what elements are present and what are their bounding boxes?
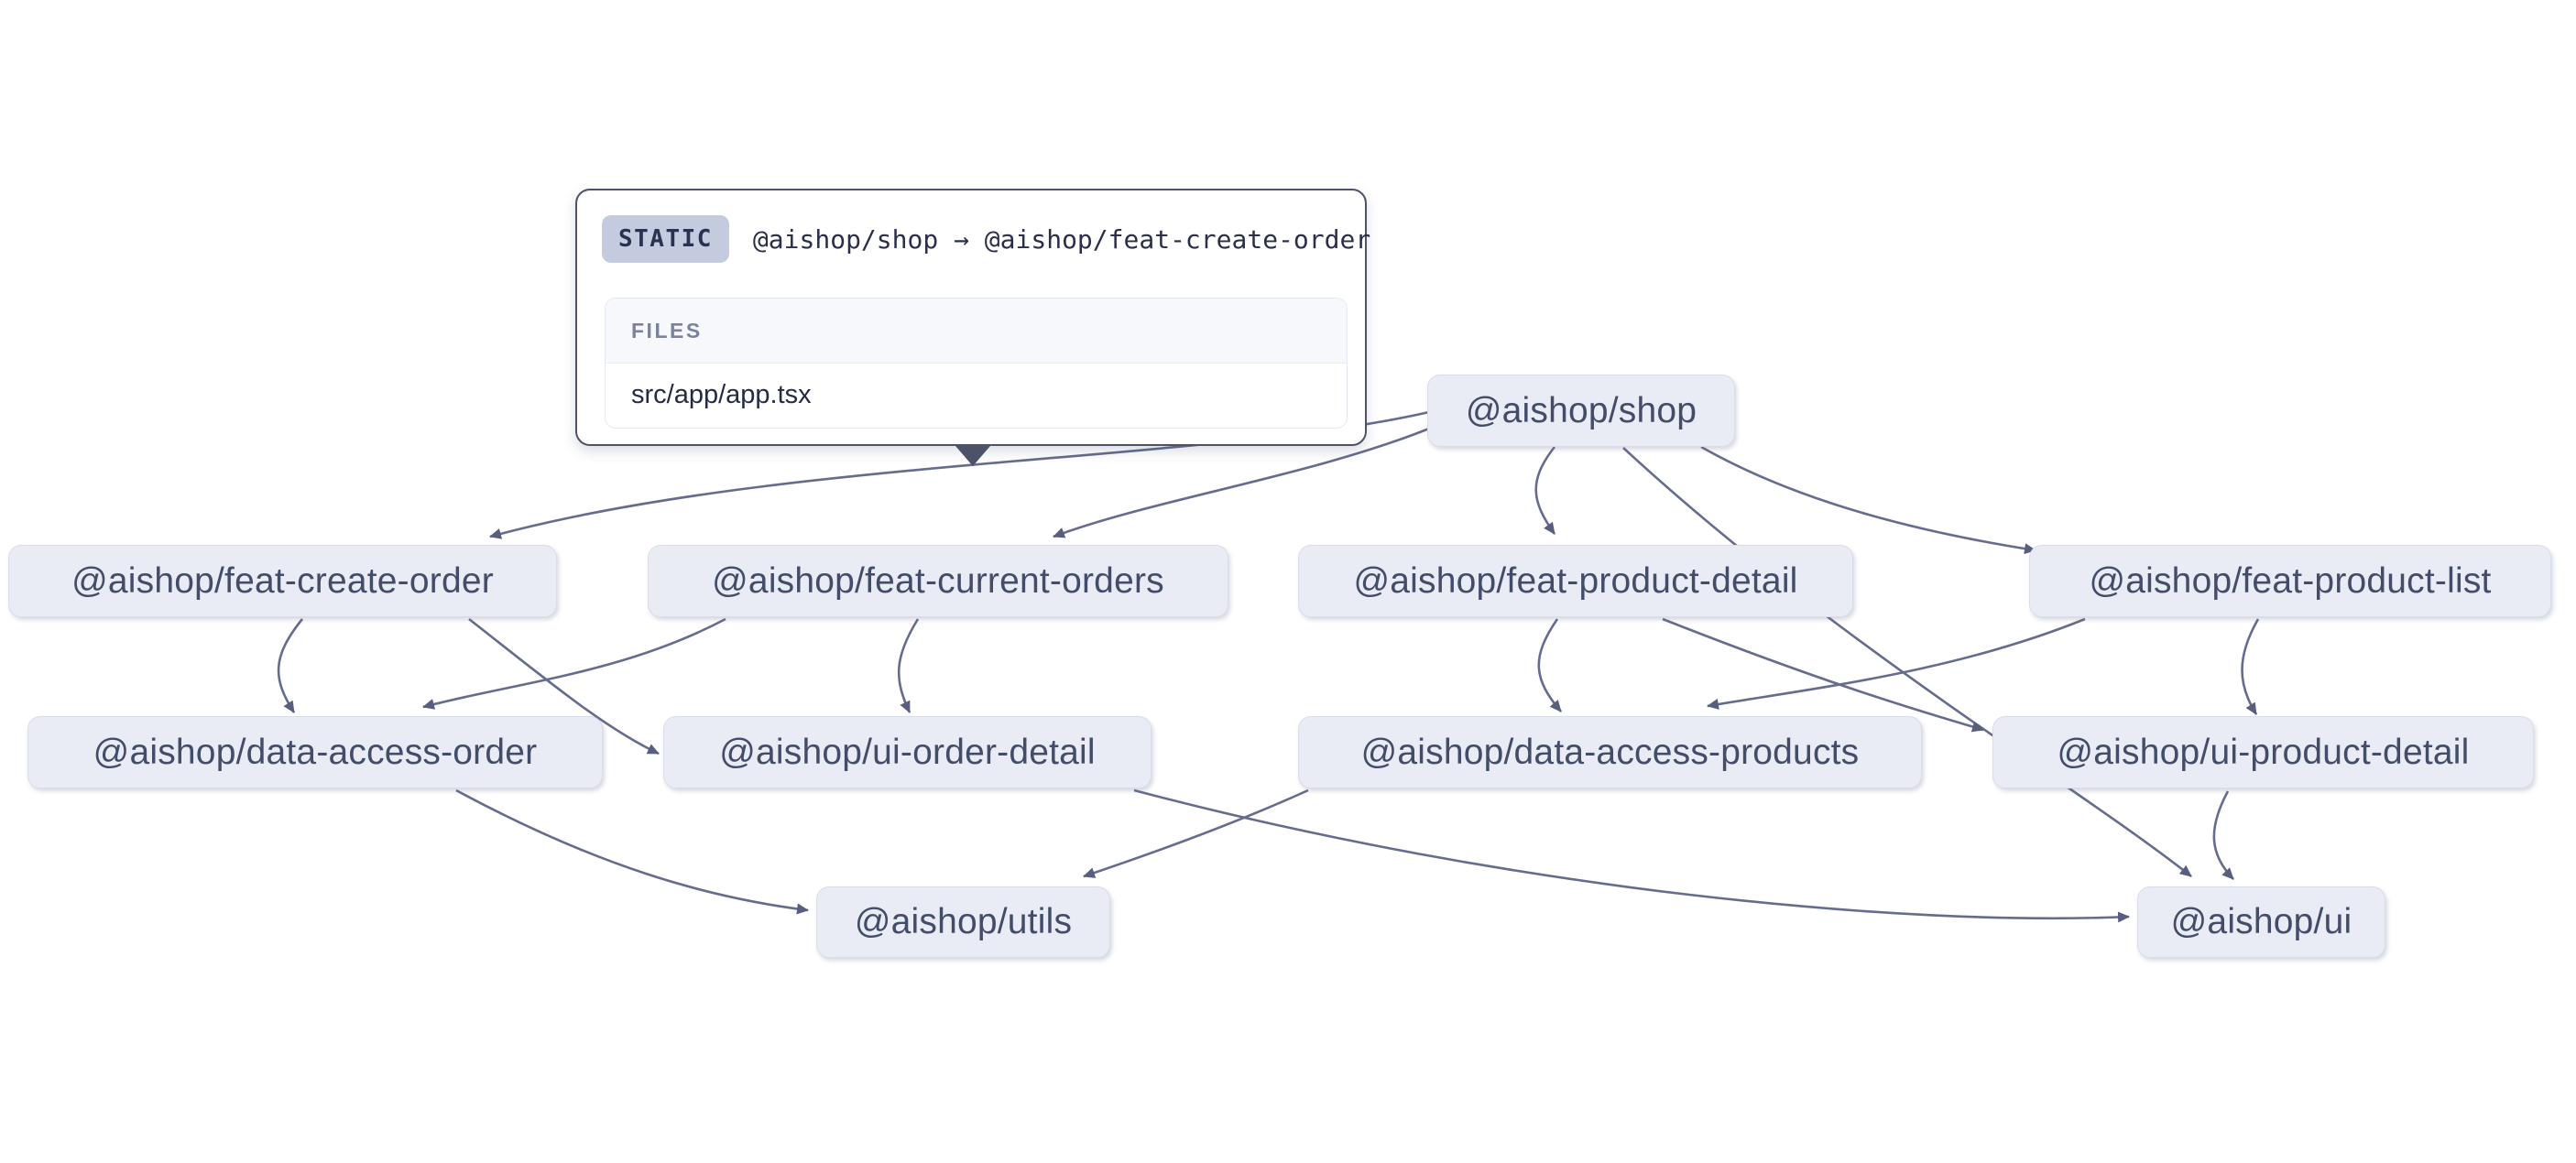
edge-feat-create-order-data-access-order[interactable] xyxy=(277,618,304,713)
node-label: @aishop/feat-current-orders xyxy=(712,560,1164,601)
graph-node-feat-product-detail[interactable]: @aishop/feat-product-detail xyxy=(1298,545,1853,617)
edge-shop-feat-current-orders[interactable] xyxy=(1053,427,1430,538)
edge-feat-current-orders-ui-order-detail[interactable] xyxy=(897,618,920,713)
edge-ui-product-detail-ui[interactable] xyxy=(2212,790,2234,880)
graph-node-feat-current-orders[interactable]: @aishop/feat-current-orders xyxy=(648,545,1228,617)
node-label: @aishop/ui-order-detail xyxy=(719,732,1096,772)
edge-shop-ui[interactable] xyxy=(1622,447,2192,878)
edge-file-item: src/app/app.tsx xyxy=(606,364,1347,427)
graph-node-feat-product-list[interactable]: @aishop/feat-product-list xyxy=(2029,545,2551,617)
edge-feat-product-detail-data-access-products[interactable] xyxy=(1537,618,1562,712)
node-label: @aishop/feat-product-list xyxy=(2089,560,2492,601)
edge-data-access-products-utils[interactable] xyxy=(1083,788,1309,878)
node-label: @aishop/data-access-order xyxy=(93,732,538,772)
edge-tooltip: STATIC @aishop/shop → @aishop/feat-creat… xyxy=(575,189,1370,446)
graph-node-data-access-products[interactable]: @aishop/data-access-products xyxy=(1298,716,1922,788)
graph-node-feat-create-order[interactable]: @aishop/feat-create-order xyxy=(8,545,557,617)
edge-feat-product-list-data-access-products[interactable] xyxy=(1707,617,2086,710)
edge-files-header: FILES xyxy=(606,299,1347,364)
edge-files-panel: FILES src/app/app.tsx xyxy=(605,298,1348,429)
edge-type-badge: STATIC xyxy=(602,215,729,263)
node-label: @aishop/feat-product-detail xyxy=(1353,560,1798,601)
edge-tooltip-title: @aishop/shop → @aishop/feat-create-order xyxy=(752,223,1371,255)
node-label: @aishop/feat-create-order xyxy=(71,560,494,601)
edge-tooltip-header: STATIC @aishop/shop → @aishop/feat-creat… xyxy=(577,190,1370,263)
node-label: @aishop/data-access-products xyxy=(1360,732,1860,772)
edge-tooltip-caret xyxy=(955,446,990,466)
edge-feat-create-order-ui-order-detail[interactable] xyxy=(468,617,660,755)
graph-node-ui[interactable]: @aishop/ui xyxy=(2137,886,2385,958)
node-label: @aishop/ui-product-detail xyxy=(2057,732,2470,772)
node-label: @aishop/utils xyxy=(854,902,1073,941)
graph-node-ui-product-detail[interactable]: @aishop/ui-product-detail xyxy=(1992,716,2534,788)
edge-feat-product-list-ui-product-detail[interactable] xyxy=(2241,618,2260,715)
graph-node-data-access-order[interactable]: @aishop/data-access-order xyxy=(27,716,603,788)
edge-feat-product-detail-ui-product-detail[interactable] xyxy=(1662,617,1984,733)
edge-ui-order-detail-ui[interactable] xyxy=(1133,788,2130,923)
edge-feat-current-orders-data-access-order[interactable] xyxy=(422,617,726,710)
edge-shop-feat-product-detail[interactable] xyxy=(1534,446,1556,535)
edge-data-access-order-utils[interactable] xyxy=(455,788,809,915)
graph-node-utils[interactable]: @aishop/utils xyxy=(816,886,1110,958)
node-label: @aishop/shop xyxy=(1465,390,1697,430)
node-label: @aishop/ui xyxy=(2170,902,2352,941)
edge-shop-feat-product-list[interactable] xyxy=(1700,445,2036,555)
graph-node-ui-order-detail[interactable]: @aishop/ui-order-detail xyxy=(663,716,1152,788)
graph-node-shop[interactable]: @aishop/shop xyxy=(1427,375,1735,447)
